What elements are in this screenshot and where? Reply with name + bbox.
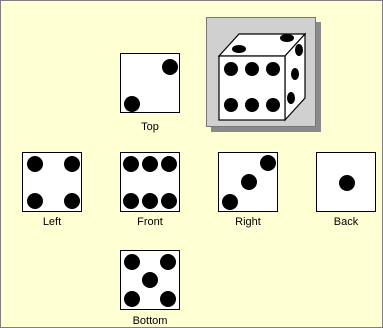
die-six-icon	[121, 153, 179, 211]
face-back[interactable]	[316, 152, 376, 212]
face-bottom[interactable]	[120, 250, 180, 310]
face-top-label: Top	[110, 121, 190, 133]
face-right[interactable]	[218, 152, 278, 212]
die-three-icon	[219, 153, 277, 211]
dice-cube-icon	[207, 18, 315, 126]
face-left-label: Left	[12, 216, 92, 228]
cube-preview[interactable]	[206, 17, 316, 127]
face-front[interactable]	[120, 152, 180, 212]
face-back-label: Back	[306, 216, 383, 228]
face-right-label: Right	[208, 216, 288, 228]
die-two-icon	[121, 54, 179, 112]
face-front-label: Front	[110, 216, 190, 228]
die-four-icon	[23, 153, 81, 211]
face-left[interactable]	[22, 152, 82, 212]
face-bottom-label: Bottom	[110, 315, 190, 327]
die-five-icon	[121, 251, 179, 309]
die-one-icon	[317, 153, 375, 211]
face-top[interactable]	[120, 53, 180, 113]
